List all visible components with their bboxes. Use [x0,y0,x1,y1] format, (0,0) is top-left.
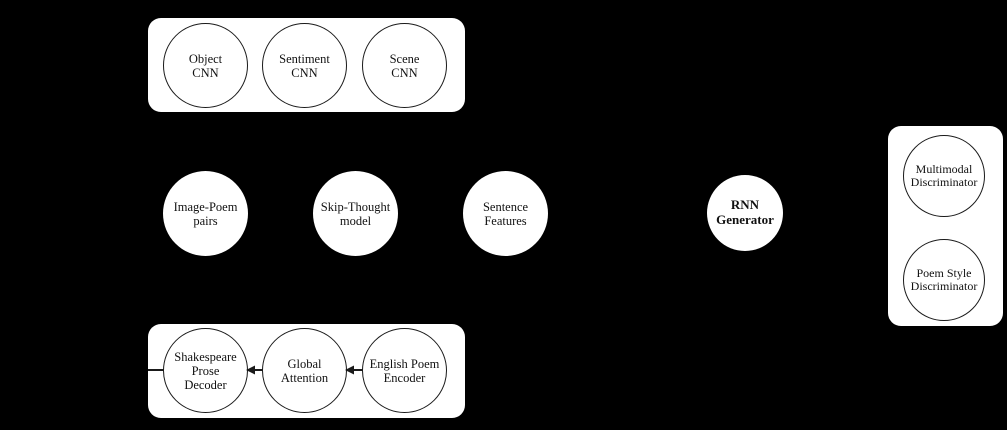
node-shakespeare-prose-decoder[interactable]: Shakespeare Prose Decoder [163,328,248,413]
node-label: Sentiment CNN [279,51,330,80]
node-global-attention[interactable]: Global Attention [262,328,347,413]
node-label: Multimodal Discriminator [910,161,978,189]
node-label: Global Attention [280,356,329,385]
node-sentiment-cnn[interactable]: Sentiment CNN [262,23,347,108]
node-label: Object CNN [188,51,223,80]
node-label: Skip-Thought model [320,199,391,228]
node-label: RNN Generator [716,197,774,227]
node-label: Sentence Features [482,199,529,228]
node-sentence-features[interactable]: Sentence Features [463,171,548,256]
node-label: Shakespeare Prose Decoder [174,349,237,392]
node-skip-thought-model[interactable]: Skip-Thought model [313,171,398,256]
node-poem-style-discriminator[interactable]: Poem Style Discriminator [903,239,985,321]
node-rnn-generator[interactable]: RNN Generator [707,175,783,251]
node-image-poem-pairs[interactable]: Image-Poem pairs [163,171,248,256]
node-object-cnn[interactable]: Object CNN [163,23,248,108]
node-label: Scene CNN [389,51,420,80]
node-label: Image-Poem pairs [173,199,238,228]
node-scene-cnn[interactable]: Scene CNN [362,23,447,108]
decoder-input-connector [148,369,168,371]
node-label: Poem Style Discriminator [910,265,978,293]
node-english-poem-encoder[interactable]: English Poem Encoder [362,328,447,413]
node-multimodal-discriminator[interactable]: Multimodal Discriminator [903,135,985,217]
node-label: English Poem Encoder [369,356,440,385]
